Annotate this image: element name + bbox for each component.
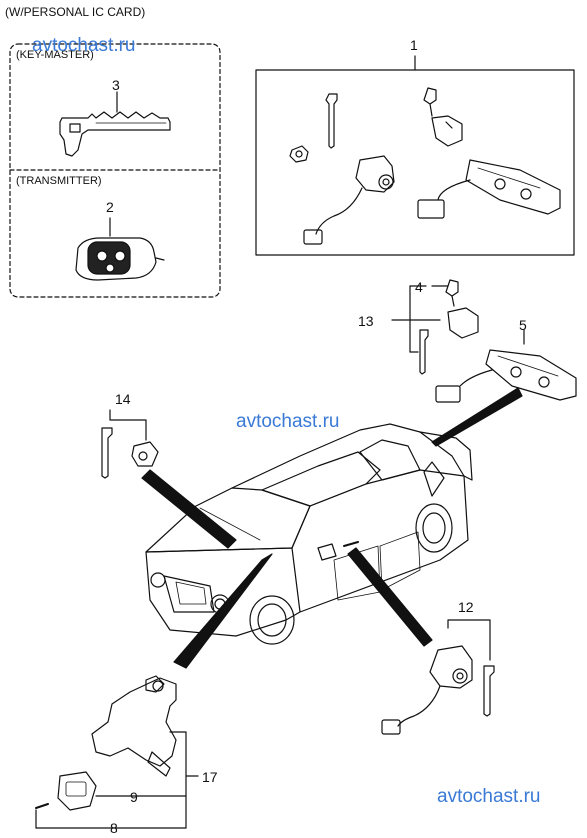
pointer-wedge-hood [141,469,237,549]
callout-12: 12 [458,599,474,615]
pointer-wedge-trunk [431,387,523,447]
callout-1: 1 [410,37,418,53]
box1-components [289,87,561,245]
car-illustration [145,423,473,645]
watermark-bottom: avtochast.ru [437,786,541,807]
callout-5: 5 [519,317,527,333]
callout-13: 13 [358,313,374,329]
assembly-box-1 [255,55,575,256]
door-lock-group [381,619,495,735]
callout-4: 4 [415,279,423,295]
callout-17: 17 [202,769,218,785]
callout-9: 9 [130,789,138,805]
ignition-switch-assembly [35,675,199,829]
key-master-label: (KEY-MASTER) [16,49,94,61]
pointer-wedge-door [347,547,433,647]
watermark-middle: avtochast.ru [236,411,340,432]
watermark-top: avtochast.ru [32,35,136,56]
pointer-wedge-ignition [173,553,273,669]
trunk-lock-group [419,279,577,403]
hood-lock-group [101,409,159,479]
key-master-key [59,91,171,157]
transmitter-label: (TRANSMITTER) [16,175,102,187]
callout-2: 2 [106,199,114,215]
callout-lines-4-13 [391,285,449,353]
callout-3: 3 [112,77,120,93]
key-transmitter-box [9,43,221,298]
variant-heading: (W/PERSONAL IC CARD) [5,5,146,19]
callout-8: 8 [110,820,118,836]
callout-14: 14 [115,391,131,407]
transmitter-fob [75,217,165,281]
